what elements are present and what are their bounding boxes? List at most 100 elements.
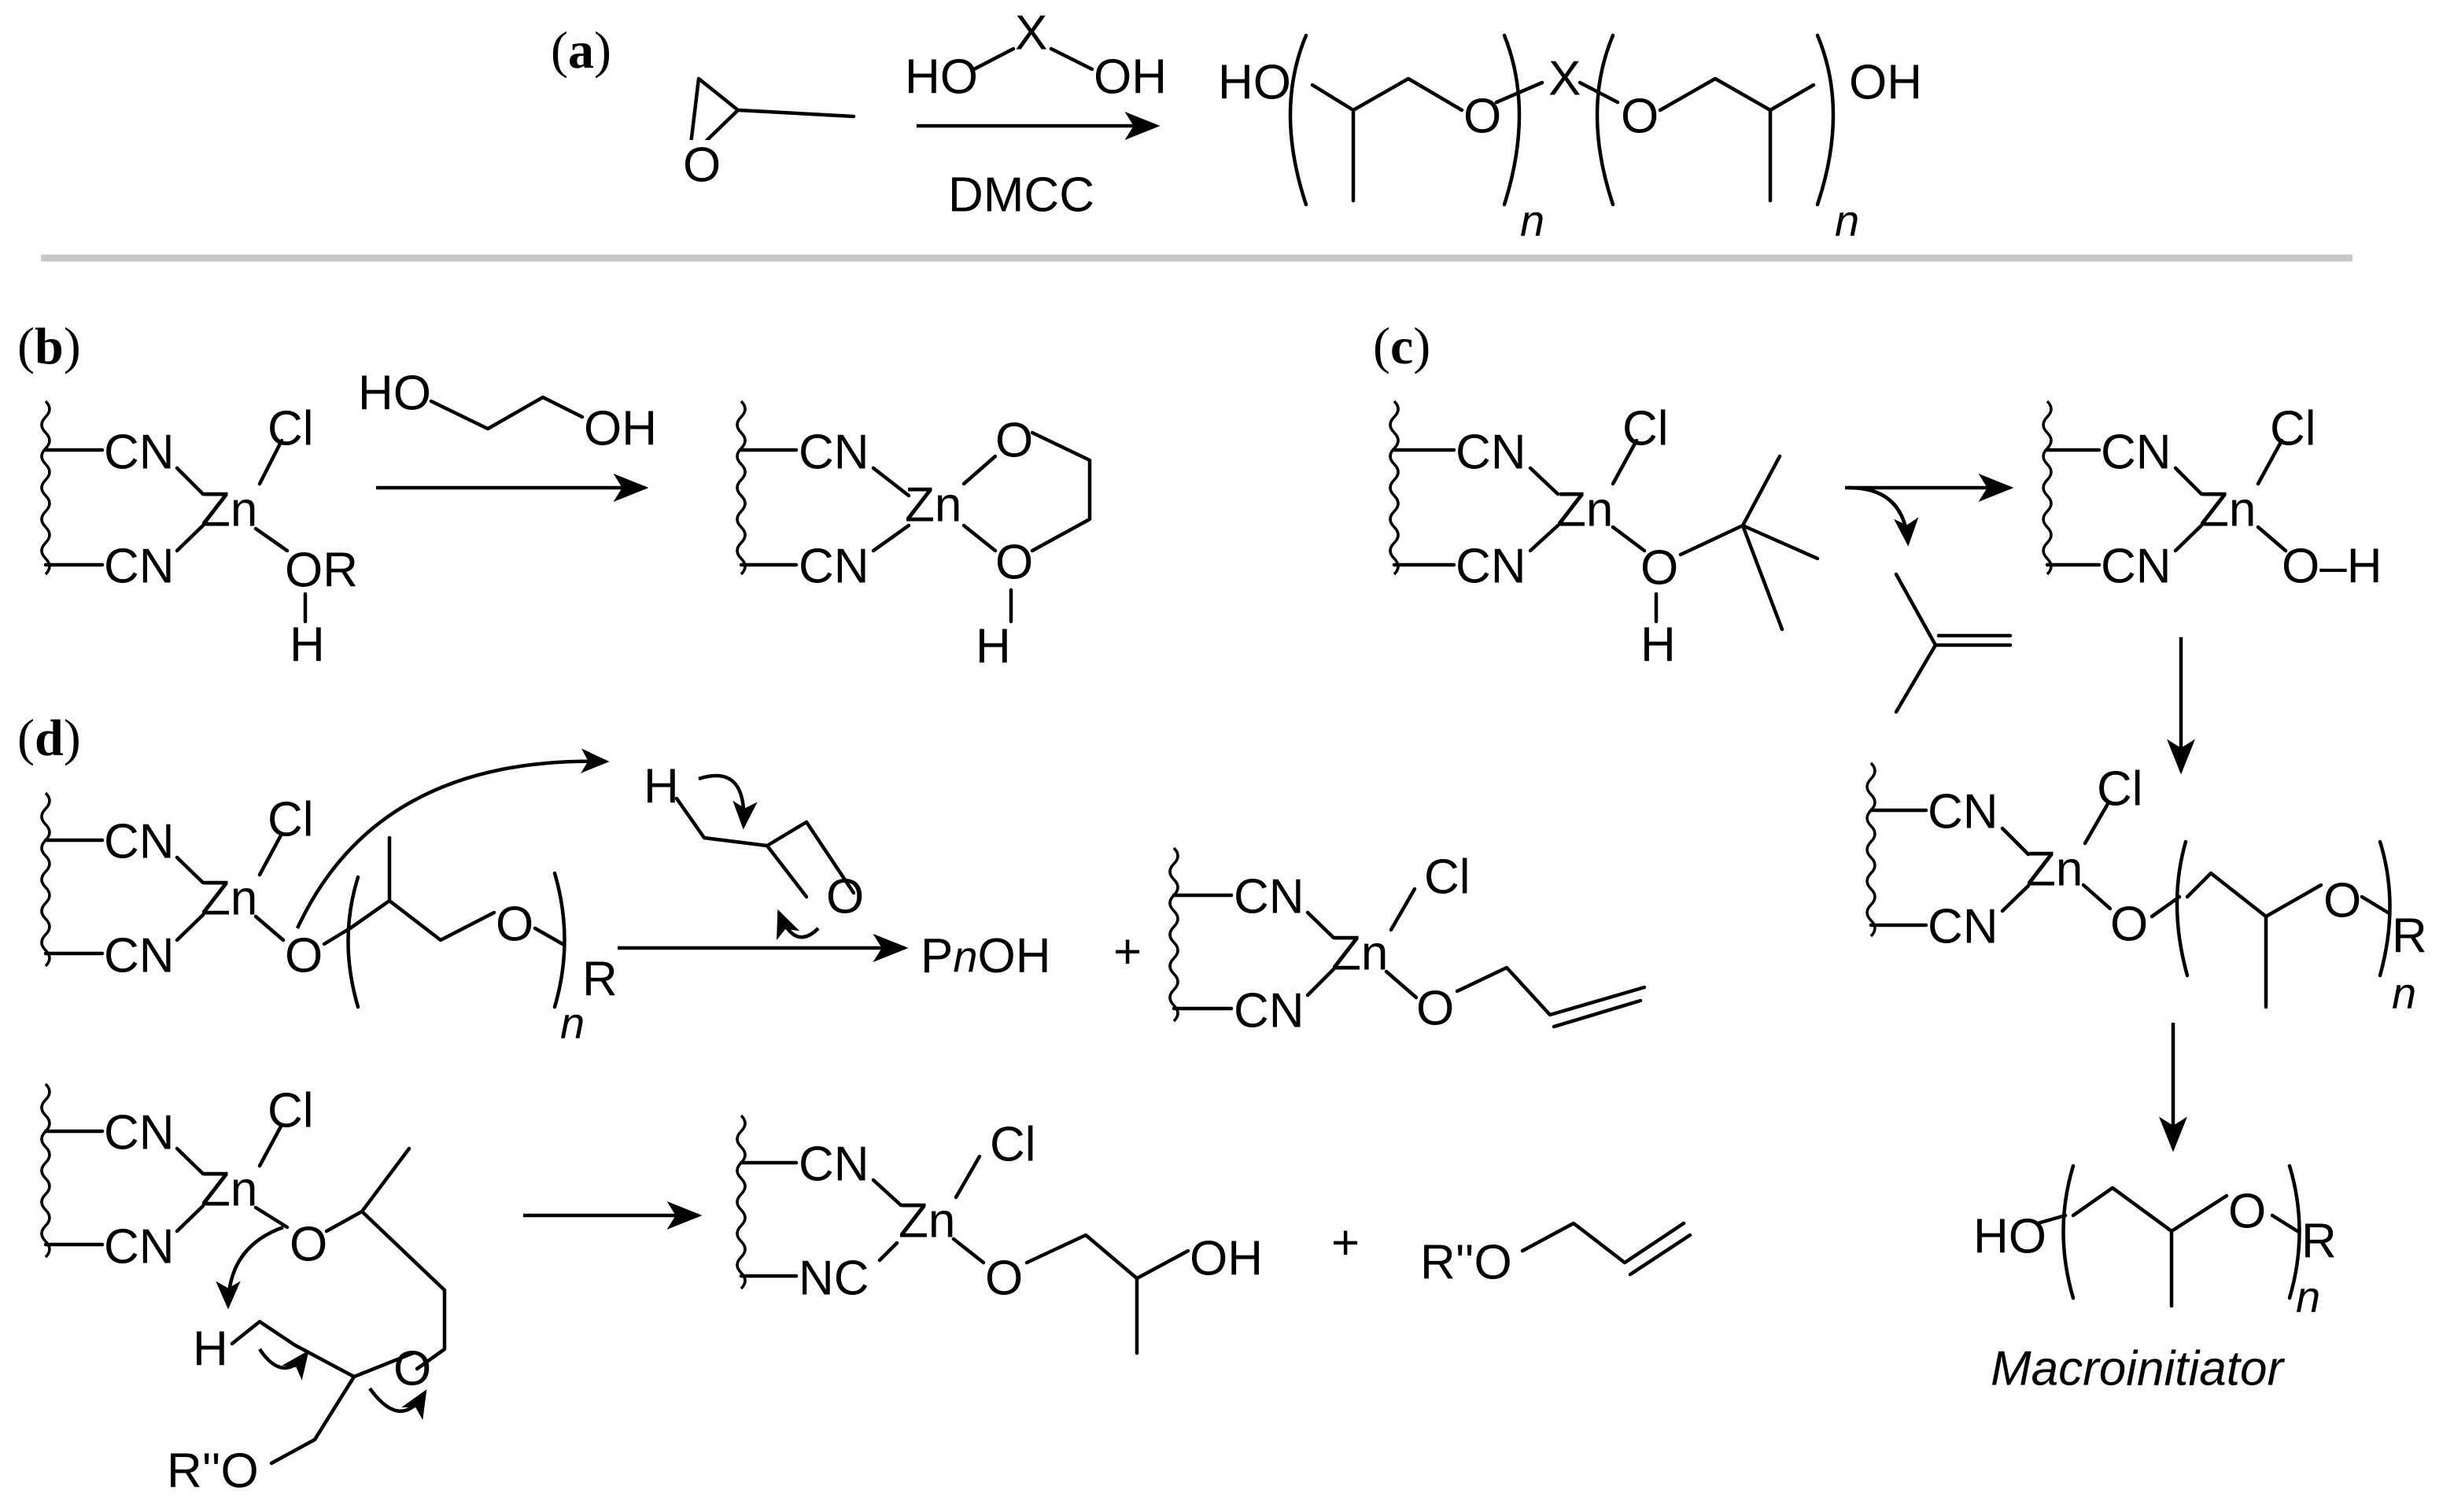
d-plus-1: + — [1113, 925, 1142, 979]
d-o2: O — [496, 898, 533, 952]
panel-d: (d) CN CN Zn Cl O O R n H O PnOH + CN CN… — [17, 710, 1692, 1499]
d-q-cn2: CN — [1234, 984, 1304, 1038]
d-r: R — [582, 953, 618, 1007]
product-o2: O — [1621, 90, 1659, 144]
svg-text:PnOH: PnOH — [921, 929, 1051, 983]
initiator-x: X — [1015, 6, 1047, 61]
b-cn1: CN — [104, 426, 175, 480]
c-f-ho: HO — [1973, 1210, 2046, 1264]
c-m-r: R — [2392, 909, 2427, 964]
d-q-o: O — [1416, 982, 1454, 1036]
d-allyl-r2o: R''O — [1420, 1236, 1512, 1290]
product-o1: O — [1463, 90, 1501, 144]
b-p-cn2: CN — [799, 540, 869, 594]
d-b-zn: Zn — [201, 1163, 257, 1217]
d-plus-2: + — [1331, 1216, 1360, 1270]
d-bp-cn: CN — [799, 1138, 869, 1192]
c-m-o1: O — [2110, 898, 2148, 952]
initiator-bonds — [972, 46, 1094, 72]
d-electron-arrow-5 — [258, 1348, 309, 1381]
product-n1: n — [1520, 196, 1544, 245]
surface-wavy-c1 — [1389, 400, 1400, 576]
initiator-oh: OH — [1094, 50, 1167, 105]
c-cn2: CN — [1456, 540, 1526, 594]
c-h: H — [1640, 618, 1676, 673]
panel-c-label: c — [1390, 318, 1413, 375]
isobutylene-bonds — [1894, 572, 2013, 714]
c-o: O — [1640, 541, 1678, 596]
d-b-cn2: CN — [104, 1220, 175, 1274]
c-p-oh: O–H — [2282, 540, 2382, 594]
initiator-ho: HO — [905, 50, 978, 105]
d-o1: O — [285, 929, 323, 983]
surface-wavy-d4 — [736, 1114, 747, 1290]
c-p-cn1: CN — [2101, 426, 2172, 480]
d-b-cl: Cl — [268, 1084, 314, 1138]
product-ho: HO — [1218, 56, 1291, 110]
d-cl: Cl — [268, 793, 314, 847]
d-bp-oh: OH — [1190, 1232, 1263, 1286]
product-bracket-right1 — [1502, 33, 1522, 207]
c-zn: Zn — [1556, 483, 1613, 537]
c-m-o2: O — [2323, 874, 2361, 928]
d-b-o1: O — [290, 1218, 327, 1272]
svg-text:(d): (d) — [17, 710, 81, 767]
panel-b-label: b — [35, 318, 64, 375]
arrow-c1-branch — [1848, 485, 1919, 547]
d-b-cn1: CN — [104, 1106, 175, 1160]
b-cl: Cl — [268, 402, 314, 456]
b-cn2: CN — [104, 540, 175, 594]
product-bracket-left2 — [1595, 33, 1615, 207]
b-or: OR — [285, 544, 358, 598]
d-pnoh-oh: OH — [978, 929, 1051, 983]
surface-wavy-d2 — [1168, 846, 1179, 1023]
d-bp-nc: NC — [799, 1252, 869, 1306]
surface-wavy-c2 — [2042, 400, 2053, 576]
c-cn1: CN — [1456, 426, 1526, 480]
panel-c: (c) CN CN Zn Cl O H CN CN Zn Cl O–H CN C… — [1373, 318, 2427, 1396]
b-zn: Zn — [201, 483, 257, 537]
b-glycol-ho: HO — [358, 367, 431, 421]
panel-a: (a) O HO X OH DMCC HO O n X O n OH — [551, 6, 1922, 245]
product-chain2 — [1658, 76, 1816, 203]
d-epox-o: O — [826, 870, 864, 924]
c-m-cn1: CN — [1928, 785, 1998, 839]
c-p-cl: Cl — [2270, 402, 2316, 456]
b-p-h: H — [976, 620, 1011, 674]
d-cn1: CN — [104, 815, 175, 869]
c-f-o: O — [2228, 1185, 2266, 1239]
d-q-cn1: CN — [1234, 870, 1304, 924]
product-n2: n — [1835, 196, 1859, 245]
c-m-cl: Cl — [2097, 762, 2143, 817]
c-m-cn2: CN — [1928, 900, 1998, 954]
propylene-oxide-o: O — [683, 138, 721, 193]
d-epox-h: H — [644, 760, 679, 814]
b-h: H — [290, 618, 325, 673]
d-electron-arrow-4 — [216, 1225, 284, 1310]
c-m-zn: Zn — [2026, 843, 2083, 897]
panel-a-label: a — [568, 22, 594, 79]
b-p-cn1: CN — [799, 426, 869, 480]
d-pnoh-n: n — [953, 931, 977, 981]
svg-text:(c): (c) — [1373, 318, 1430, 375]
c-cl: Cl — [1622, 402, 1669, 456]
d-pnoh-p: P — [921, 929, 953, 983]
b-p-o2: O — [995, 536, 1033, 590]
d-electron-arrow-1 — [295, 748, 610, 929]
catalyst-label: DMCC — [948, 168, 1094, 223]
d-q-zn: Zn — [1331, 927, 1388, 981]
d-bp-cl: Cl — [990, 1118, 1036, 1172]
surface-wavy-d1 — [40, 791, 51, 968]
d-bp-zn: Zn — [899, 1194, 955, 1248]
svg-text:(b): (b) — [17, 318, 81, 375]
surface-wavy-b1 — [40, 400, 51, 576]
product-bracket-left1 — [1288, 33, 1308, 207]
d-electron-arrow-2 — [698, 773, 758, 830]
d-bp-o: O — [985, 1252, 1023, 1306]
product-bracket-right2 — [1815, 33, 1836, 207]
d-cn2: CN — [104, 929, 175, 983]
d-b-h: H — [193, 1322, 228, 1377]
d-zn: Zn — [201, 872, 257, 926]
product-chain1 — [1310, 76, 1464, 203]
